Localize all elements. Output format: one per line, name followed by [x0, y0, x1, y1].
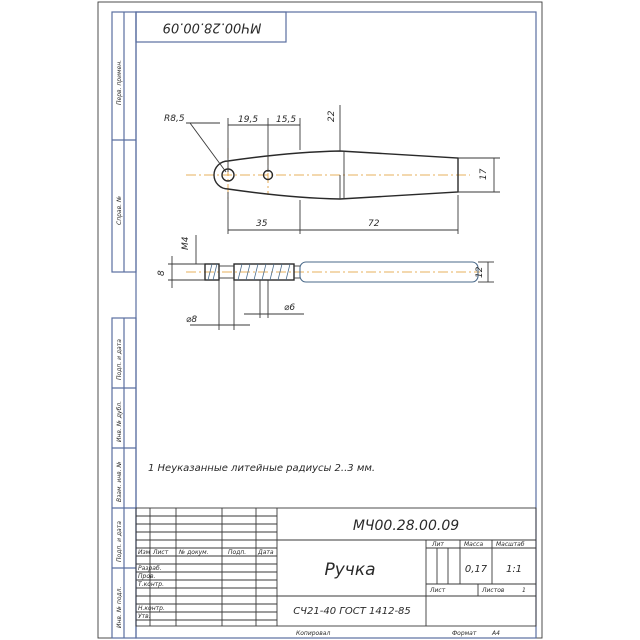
side-label-podl: Инв. № подл. [116, 587, 123, 628]
dim-17: 17 [479, 168, 489, 180]
mass-value: 0,17 [465, 564, 488, 575]
format-label: Формат [452, 630, 477, 637]
dim-195: 19,5 [238, 115, 258, 125]
col-data: Дата [257, 549, 274, 556]
side-view: М4 8 12 ⌀8 ⌀6 [157, 235, 494, 330]
top-designation: МЧ00.28.00.09 [163, 20, 262, 35]
copied-label: Копировал [296, 630, 330, 637]
handle-rod-side [299, 261, 479, 283]
note-text: 1 Неуказанные литейные радиусы 2..3 мм. [148, 463, 375, 474]
handle-outline-top [213, 150, 459, 200]
side-label-sprav: Справ. № [116, 196, 123, 225]
dim-12: 12 [475, 266, 485, 278]
dim-22: 22 [327, 110, 337, 122]
dim-8: 8 [157, 270, 167, 276]
sheets-label: Листов [481, 587, 505, 594]
side-strip: Перв. примен. Справ. № Подп. и дата Инв.… [111, 11, 137, 639]
dim-m4: М4 [181, 236, 191, 250]
dim-35: 35 [256, 219, 268, 229]
top-view: R8,5 19,5 15,5 22 17 35 72 [164, 105, 500, 234]
hdr-scale: Масштаб [496, 541, 525, 548]
top-designation-box [135, 11, 287, 43]
dim-r85: R8,5 [164, 114, 185, 124]
side-label-podp1: Подп. и дата [116, 339, 123, 380]
section-hatched [233, 263, 295, 281]
role-razrab: Разраб. [138, 565, 162, 572]
col-list: Лист [152, 549, 169, 556]
designation: МЧ00.28.00.09 [353, 518, 459, 534]
side-label-podp2: Подп. и дата [116, 521, 123, 562]
role-tkontr: Т.контр. [138, 581, 164, 588]
col-doc: № докум. [178, 549, 209, 556]
dim-phi8: ⌀8 [186, 315, 197, 325]
role-prov: Пров. [138, 573, 156, 580]
dim-72: 72 [368, 219, 380, 229]
dim-155: 15,5 [276, 115, 296, 125]
title-block: Изм Лист № докум. Подп. Дата Разраб. Про… [135, 507, 537, 627]
scale-value: 1:1 [506, 564, 522, 575]
sheet-label: Лист [429, 587, 446, 594]
col-podp: Подп. [228, 549, 246, 556]
hdr-lit: Лит [431, 541, 444, 548]
role-utv: Утв. [138, 613, 151, 620]
side-label-vzam: Взам. инв. № [116, 461, 123, 502]
dim-phi6: ⌀6 [284, 303, 295, 313]
col-izm: Изм [138, 549, 151, 556]
hdr-mass: Масса [464, 541, 483, 548]
format-value: А4 [491, 630, 500, 637]
part-name: Ручка [324, 560, 375, 580]
side-label-dubl: Инв. № дубл. [116, 401, 123, 442]
role-nkontr: Н.контр. [138, 605, 165, 612]
material: СЧ21-40 ГОСТ 1412-85 [293, 606, 411, 617]
sheets-value: 1 [522, 587, 526, 594]
side-label-perv: Перв. примен. [116, 60, 123, 105]
